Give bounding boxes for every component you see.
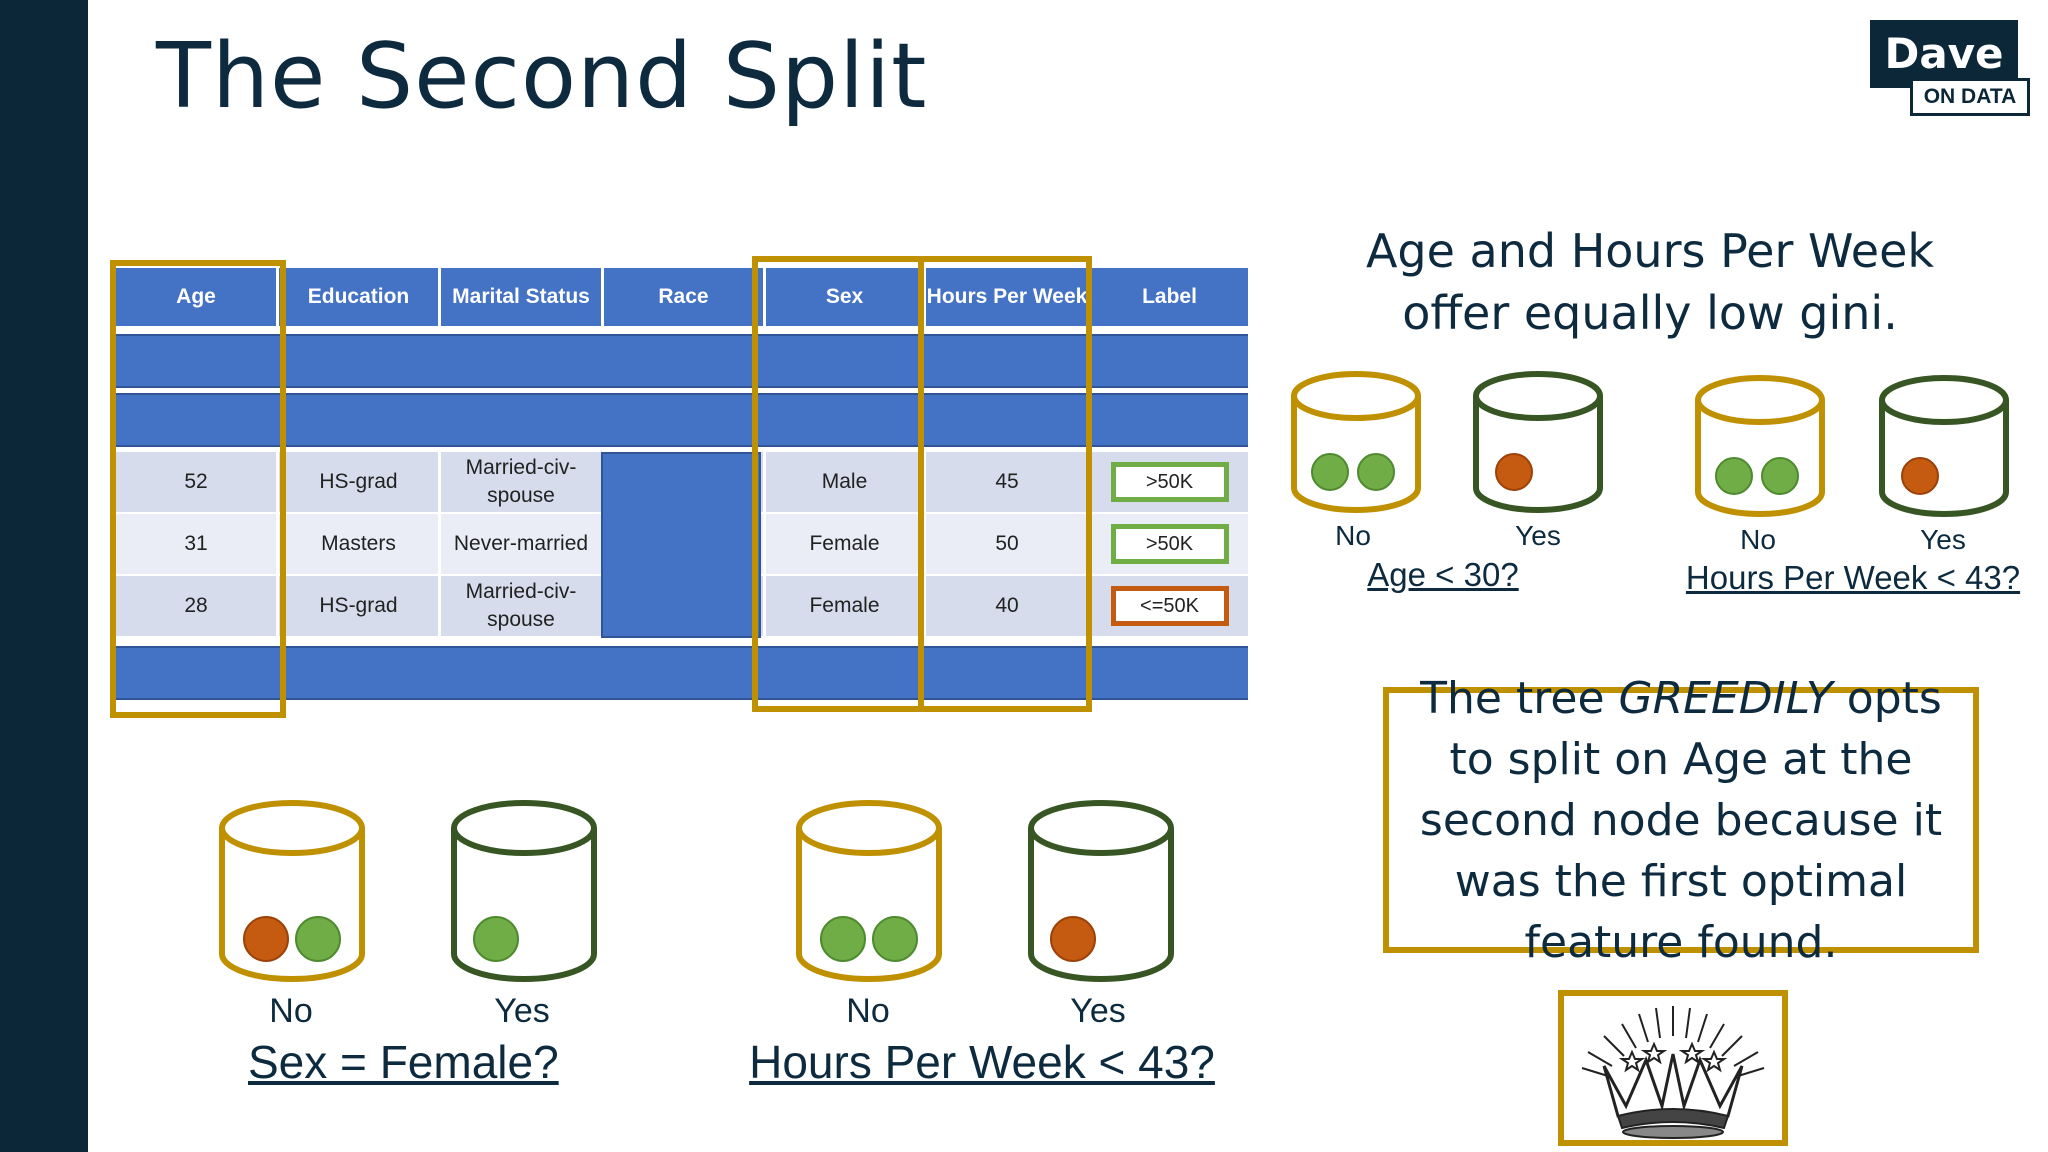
cell-marital-status: Never-married [441, 514, 604, 574]
cell-label: >50K [1091, 514, 1248, 574]
logo-text-top: Dave [1870, 20, 2018, 88]
cell-sex: Male [766, 452, 926, 512]
cell-label: <=50K [1091, 576, 1248, 636]
bucket-no-label: No [269, 992, 313, 1030]
green-ball [295, 916, 341, 962]
cell-education: HS-grad [279, 452, 441, 512]
gini-heading-line-1: Age and Hours Per Week [1365, 224, 1935, 278]
age-split-question: Age < 30? [1367, 556, 1519, 593]
bucket-no-label: No [1740, 524, 1776, 555]
red-ball [1050, 916, 1096, 962]
bucket-icon [1291, 371, 1421, 513]
green-ball [820, 916, 866, 962]
cell-sex: Female [766, 514, 926, 574]
hours-split-question-bottom: Hours Per Week < 43? [749, 1036, 1215, 1088]
bucket-icon [1473, 371, 1603, 513]
race-redaction-block [601, 452, 761, 638]
bucket-no-label: No [846, 992, 890, 1030]
red-ball [1495, 453, 1533, 491]
label-badge: >50K [1110, 524, 1229, 564]
header-age: Age [116, 268, 279, 326]
cell-marital-status: Married-civ- spouse [441, 452, 604, 512]
greedy-note-text: The tree GREEDILY opts to split on Age a… [1395, 668, 1967, 973]
bucket-yes-label: Yes [1070, 992, 1126, 1030]
sex-column-highlight [752, 256, 924, 712]
dave-on-data-logo: Dave ON DATA [1870, 20, 2032, 116]
cell-education: HS-grad [279, 576, 441, 636]
cell-age: 28 [116, 576, 279, 636]
slide-side-bar [0, 0, 88, 1152]
hours-split-question: Hours Per Week < 43? [1685, 559, 2021, 596]
crown-icon [1581, 1006, 1765, 1139]
cell-education: Masters [279, 514, 441, 574]
cell-age: 52 [116, 452, 279, 512]
green-ball [1311, 453, 1349, 491]
table-header-row: Age Education Marital Status Race Sex Ho… [116, 268, 1248, 326]
hidden-row [116, 393, 1248, 447]
red-ball [243, 916, 289, 962]
cell-label: >50K [1091, 452, 1248, 512]
header-marital-status: Marital Status [441, 268, 604, 326]
cell-age: 31 [116, 514, 279, 574]
bucket-yes-label: Yes [494, 992, 550, 1030]
hidden-row [116, 334, 1248, 388]
header-label: Label [1142, 285, 1197, 308]
bucket-icon [1028, 800, 1174, 982]
note-text-end: opts to split on Age at the second node … [1419, 672, 1943, 968]
bucket-icon [796, 800, 942, 982]
label-badge: >50K [1110, 462, 1229, 502]
cell-sex: Female [766, 576, 926, 636]
header-race: Race [604, 268, 766, 326]
bucket-icon [1695, 375, 1825, 517]
green-ball [473, 916, 519, 962]
bucket-yes-label: Yes [1920, 524, 1966, 555]
header-education: Education [279, 268, 441, 326]
age-column-highlight [110, 260, 286, 718]
bucket-yes-label: Yes [1515, 520, 1561, 551]
green-ball [1357, 453, 1395, 491]
note-emphasis: GREEDILY [1618, 672, 1833, 724]
green-ball [1715, 457, 1753, 495]
gini-heading: Age and Hours Per Week offer equally low… [1280, 220, 2020, 344]
red-ball [1901, 457, 1939, 495]
green-ball [1761, 457, 1799, 495]
crown-frame [1558, 990, 1788, 1146]
hours-column-highlight [918, 256, 1092, 712]
bucket-icon [1879, 375, 2009, 517]
bucket-icon [219, 800, 365, 982]
cell-marital-status: Married-civ- spouse [441, 576, 604, 636]
hidden-row [116, 646, 1248, 700]
note-text-start: The tree [1420, 672, 1619, 724]
slide-title: The Second Split [156, 24, 928, 129]
greedy-note: The tree GREEDILY opts to split on Age a… [1383, 673, 1979, 968]
header-sex: Sex [766, 268, 926, 326]
bucket-no-label: No [1335, 520, 1371, 551]
sex-split-question: Sex = Female? [248, 1036, 559, 1088]
green-ball [872, 916, 918, 962]
logo-text-bottom: ON DATA [1910, 78, 2030, 116]
label-badge: <=50K [1110, 586, 1229, 626]
gini-heading-line-2: offer equally low gini. [1402, 286, 1898, 340]
bucket-icon [451, 800, 597, 982]
